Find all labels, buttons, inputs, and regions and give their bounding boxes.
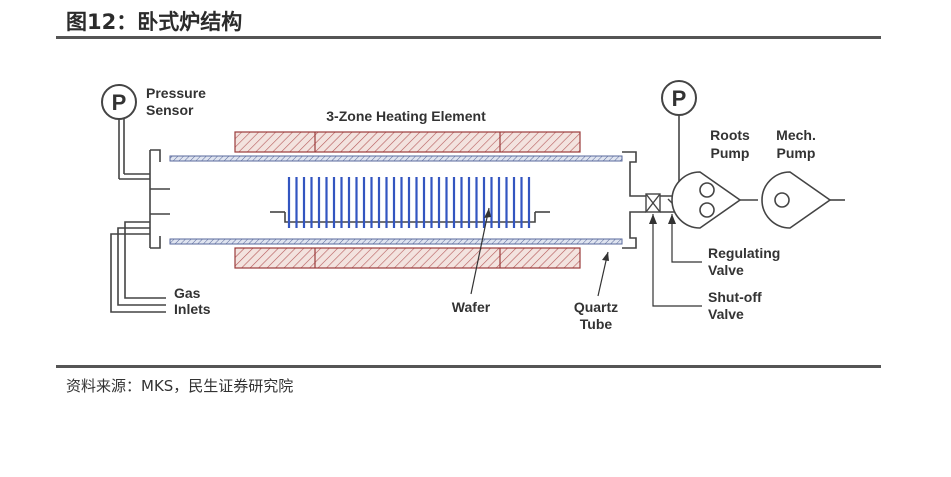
- top-divider: [56, 36, 881, 39]
- figure-title: 图12：卧式炉结构: [66, 10, 243, 34]
- gas-inlet-lines: [110, 221, 166, 313]
- regulating-valve-label-line2: Valve: [708, 262, 744, 278]
- shutoff-valve-arrowhead: [649, 214, 657, 224]
- regulating-valve-arrowhead: [668, 214, 676, 224]
- source-note: 资料来源：MKS，民生证券研究院: [66, 377, 294, 395]
- right-end-cap: [622, 151, 646, 249]
- regulating-valve-label-line1: Regulating: [708, 245, 780, 261]
- heating-element-label: 3-Zone Heating Element: [326, 108, 486, 124]
- wafer-label: Wafer: [452, 299, 491, 315]
- quartz-tube-arrowhead: [602, 252, 609, 261]
- shutoff-valve-label-line2: Valve: [708, 306, 744, 322]
- gas-inlets-label-line1: Gas: [174, 285, 201, 301]
- shutoff-valve-label-line1: Shut-off: [708, 289, 762, 305]
- wafer-pointer: [470, 207, 490, 295]
- bottom-divider: [56, 365, 881, 368]
- quartz-tube-label-line2: Tube: [580, 316, 613, 332]
- left-end-cap: [149, 149, 170, 249]
- shutoff-valve: [645, 193, 661, 213]
- quartz-tube: [169, 155, 623, 245]
- pressure-symbol-left: P: [112, 90, 127, 115]
- mech-pump-label-line2: Pump: [777, 145, 816, 161]
- pressure-gauge-left: P: [101, 84, 150, 180]
- wafer-stack: [287, 177, 531, 228]
- mech-pump-label-line1: Mech.: [776, 127, 816, 143]
- valve-callout-lines: [652, 214, 702, 307]
- pressure-sensor-label-line1: Pressure: [146, 85, 206, 101]
- gas-inlets-label-line2: Inlets: [174, 301, 211, 317]
- quartz-tube-label-line1: Quartz: [574, 299, 618, 315]
- roots-pump-label-line1: Roots: [710, 127, 750, 143]
- roots-pump-label-line2: Pump: [711, 145, 750, 161]
- roots-pump: [671, 171, 742, 229]
- heating-element-bottom: [234, 247, 581, 269]
- pressure-sensor-label-line2: Sensor: [146, 102, 194, 118]
- pressure-gauge-right: P: [661, 80, 697, 196]
- heating-element-top: [234, 131, 581, 153]
- pressure-symbol-right: P: [672, 86, 687, 111]
- mech-pump: [761, 171, 832, 229]
- wafer-arrowhead: [484, 208, 491, 218]
